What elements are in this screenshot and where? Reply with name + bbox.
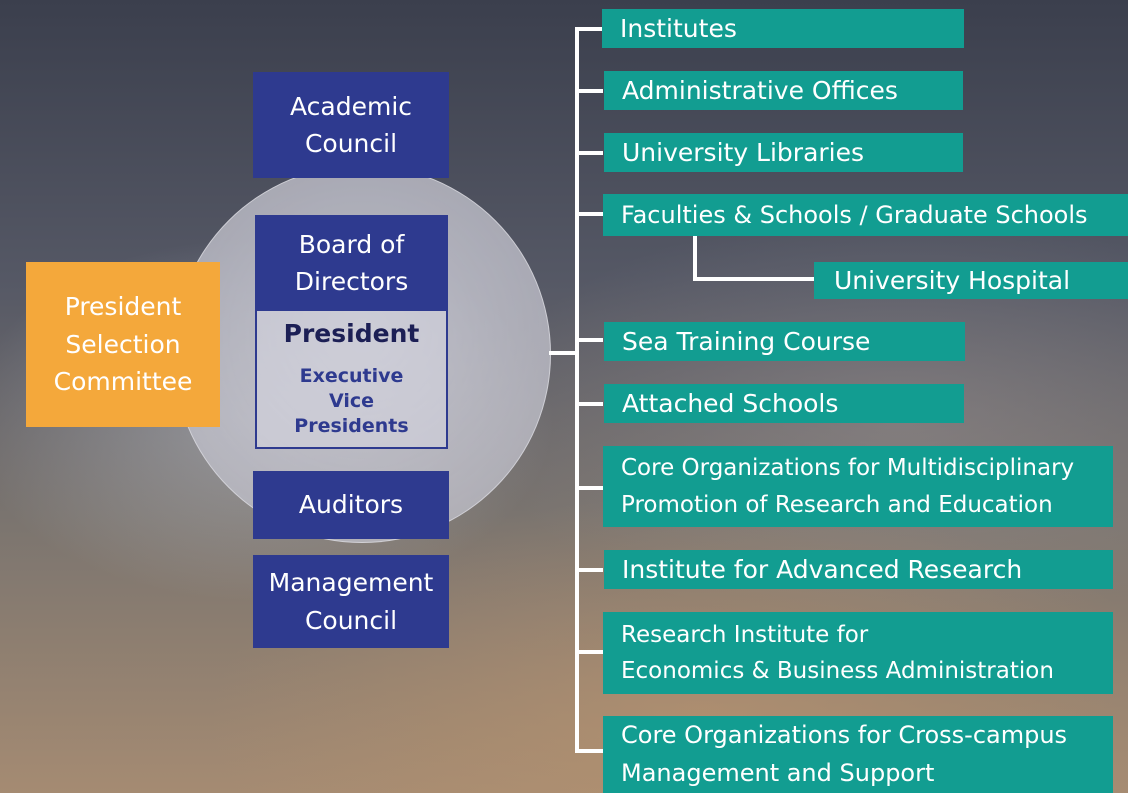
- attached-schools-label: Attached Schools: [622, 389, 839, 418]
- administrative-offices-box: Administrative Offices: [604, 71, 963, 110]
- sea-training-course-label: Sea Training Course: [622, 327, 871, 356]
- connector-branch-core-crosscampus: [575, 749, 603, 753]
- connector-branch-university-libraries: [575, 151, 603, 155]
- attached-schools-box: Attached Schools: [604, 384, 964, 423]
- connector-branch-sea-training: [575, 338, 603, 342]
- core-crosscampus-label-line1: Core Organizations for Cross-campus: [621, 720, 1068, 749]
- core-multidisciplinary-label-line1: Core Organizations for Multidisciplinary: [621, 455, 1075, 482]
- executive-vice-presidents-label: Executive Vice Presidents: [294, 365, 409, 437]
- institutes-label: Institutes: [620, 14, 737, 43]
- core-crosscampus-label-line2: Management and Support: [621, 758, 935, 787]
- university-libraries-box: University Libraries: [604, 133, 963, 172]
- connector-faculties-to-hospital-horizontal: [693, 277, 815, 281]
- board-of-directors-box: Board of Directors: [255, 215, 448, 311]
- institute-advanced-research-box: Institute for Advanced Research: [604, 550, 1113, 589]
- management-council-box: Management Council: [253, 555, 449, 648]
- university-hospital-box: University Hospital: [814, 262, 1128, 299]
- connector-branch-institutes: [575, 27, 603, 31]
- university-libraries-label: University Libraries: [622, 138, 865, 167]
- administrative-offices-label: Administrative Offices: [622, 76, 898, 105]
- institute-advanced-research-label: Institute for Advanced Research: [622, 555, 1023, 584]
- core-multidisciplinary-box: Core Organizations for Multidisciplinary…: [603, 446, 1113, 527]
- connector-trunk: [575, 27, 579, 753]
- university-hospital-label: University Hospital: [834, 266, 1071, 295]
- board-of-directors-label: Board of Directors: [294, 229, 409, 297]
- research-institute-box: Research Institute for Economics & Busin…: [603, 612, 1113, 694]
- president-selection-committee-box: President Selection Committee: [26, 262, 220, 427]
- connector-faculties-to-hospital-vertical: [693, 236, 697, 281]
- academic-council-box: Academic Council: [253, 72, 449, 178]
- president-selection-committee-label: President Selection Committee: [53, 292, 193, 397]
- core-crosscampus-box: Core Organizations for Cross-campus Mana…: [603, 716, 1113, 793]
- connector-branch-advanced-research: [575, 568, 603, 572]
- auditors-box: Auditors: [253, 471, 449, 539]
- connector-president-to-trunk: [549, 351, 578, 355]
- faculties-schools-box: Faculties & Schools / Graduate Schools: [603, 194, 1128, 236]
- core-multidisciplinary-label-line2: Promotion of Research and Education: [621, 491, 1053, 518]
- president-label: President: [283, 319, 420, 349]
- connector-branch-attached-schools: [575, 402, 603, 406]
- auditors-label: Auditors: [298, 490, 404, 520]
- president-box: President Executive Vice Presidents: [255, 309, 448, 449]
- research-institute-label-line2: Economics & Business Administration: [621, 658, 1054, 684]
- management-council-label: Management Council: [268, 568, 434, 635]
- connector-branch-research-institute: [575, 650, 603, 654]
- sea-training-course-box: Sea Training Course: [604, 322, 965, 361]
- connector-branch-core-multidisciplinary: [575, 486, 603, 490]
- research-institute-label-line1: Research Institute for: [621, 621, 869, 648]
- faculties-schools-label: Faculties & Schools / Graduate Schools: [621, 201, 1088, 229]
- institutes-box: Institutes: [602, 9, 964, 48]
- connector-branch-administrative-offices: [575, 89, 603, 93]
- academic-council-label: Academic Council: [289, 91, 413, 159]
- connector-branch-faculties: [575, 212, 603, 216]
